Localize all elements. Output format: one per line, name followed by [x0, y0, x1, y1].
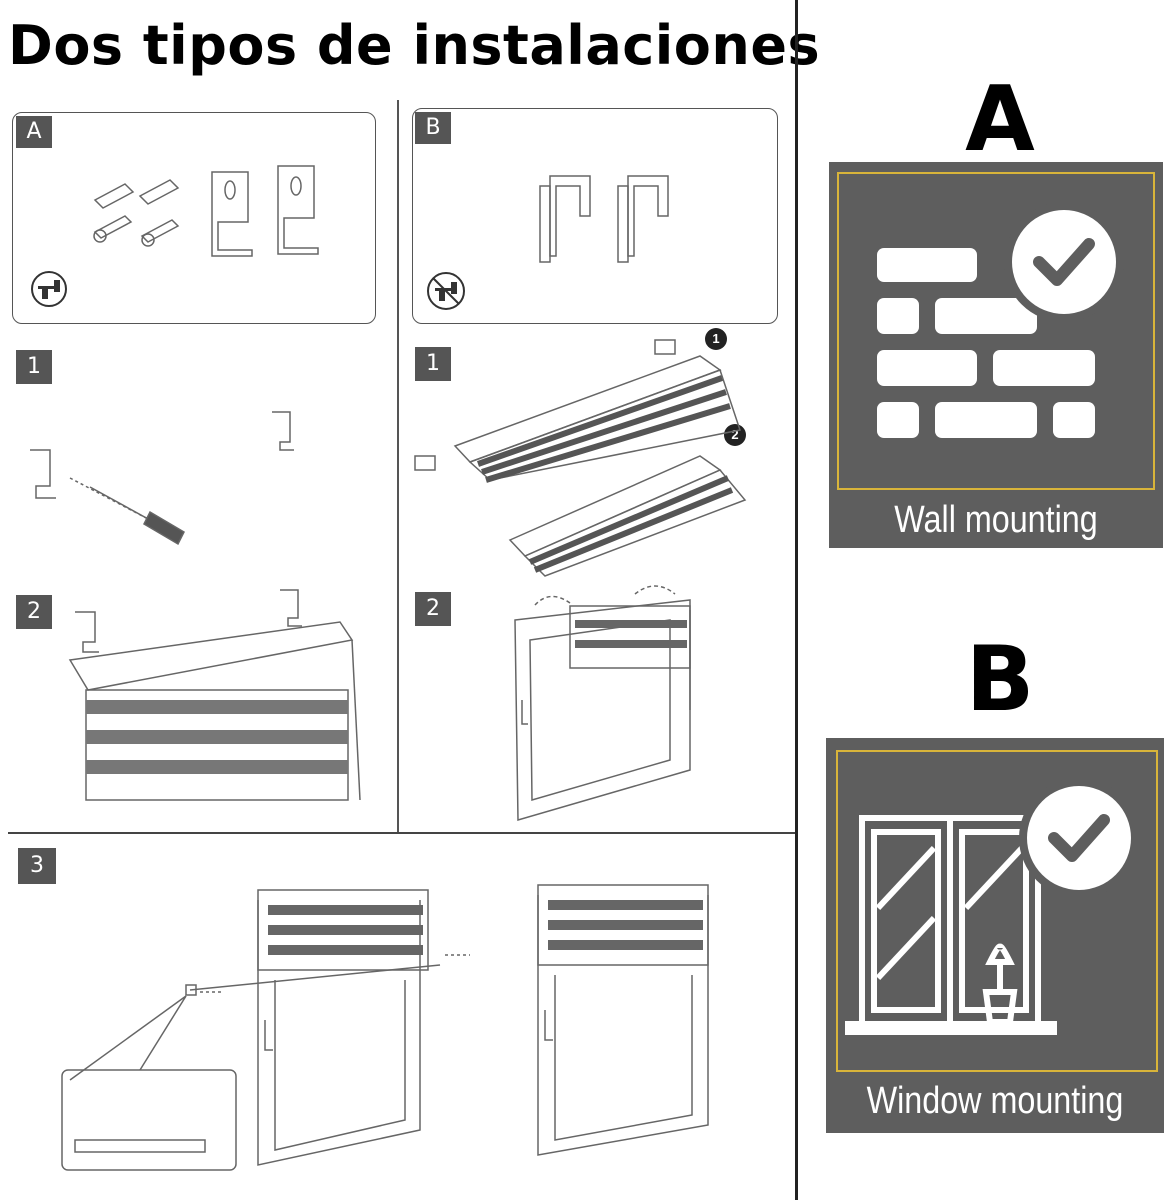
horizontal-divider	[8, 832, 795, 834]
window-mounting-card: Window mounting	[826, 738, 1164, 1133]
brick-wall-icon	[877, 202, 1124, 438]
screwdriver-illustration	[30, 411, 294, 546]
card-frame	[836, 750, 1158, 1072]
vertical-divider	[795, 0, 798, 1200]
checkmark-icon	[1019, 778, 1139, 898]
window-icon	[845, 778, 1139, 1035]
checkmark-icon	[1004, 202, 1124, 322]
window-blind-illustration	[514, 585, 691, 821]
blind-clip-illustration	[414, 339, 747, 577]
wall-mounting-card: Wall mounting	[829, 162, 1163, 548]
page-title: Dos tipos de instalaciones	[8, 14, 821, 77]
window-mounting-caption: Window mounting	[866, 1080, 1124, 1122]
step-a1-badge: 1	[16, 350, 52, 384]
panel-a-badge: A	[16, 116, 52, 148]
step-b2-badge: 2	[415, 592, 451, 626]
panel-b-hardware	[412, 108, 778, 324]
callout-2: 2	[724, 424, 746, 446]
option-b-letter: B	[965, 627, 1035, 732]
step-a2-badge: 2	[16, 595, 52, 629]
callout-1: 1	[705, 328, 727, 350]
wall-mounting-caption: Wall mounting	[894, 499, 1098, 541]
step-3-badge: 3	[18, 848, 56, 884]
step-b1-badge: 1	[415, 347, 451, 381]
fixing-rod-illustration	[61, 884, 709, 1171]
option-a-letter: A	[965, 67, 1035, 172]
panel-b-badge: B	[415, 112, 451, 144]
center-divider	[397, 100, 399, 832]
card-frame	[837, 172, 1155, 490]
panel-a-hardware	[12, 112, 376, 324]
wall-blind-illustration	[68, 589, 361, 801]
